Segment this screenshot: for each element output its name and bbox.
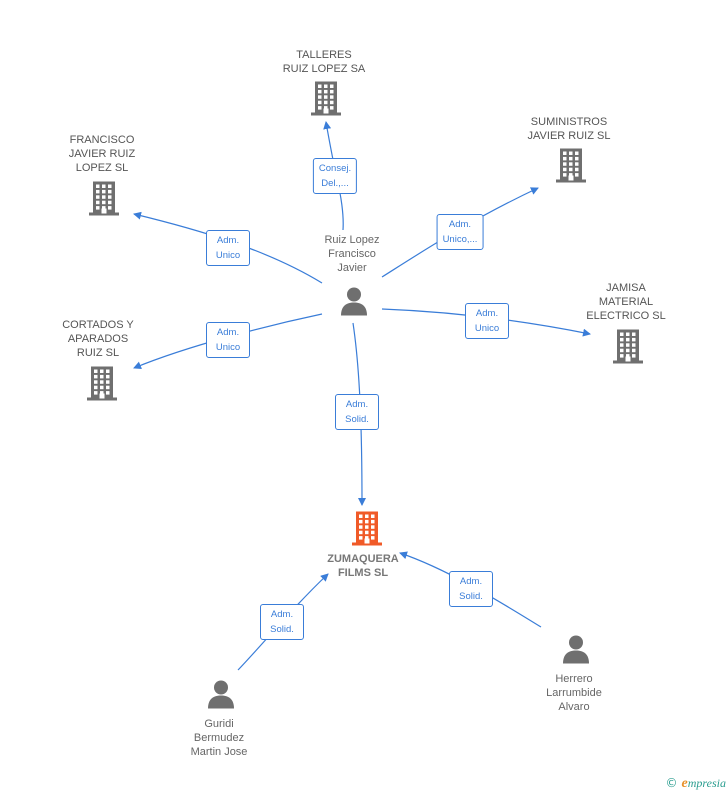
edge-label-ruiz-to-suministros[interactable]: Adm. Unico,... [436,214,484,250]
building-icon[interactable] [613,329,643,369]
edge-label-ruiz-to-cortados[interactable]: Adm. Unico [206,322,250,358]
edge-label-ruiz-to-zumaquera[interactable]: Adm. Solid. [335,394,379,430]
edge-label-guridi-to-zumaquera[interactable]: Adm. Solid. [260,604,304,640]
node-label-suministros[interactable]: SUMINISTROS JAVIER RUIZ SL [527,116,611,142]
person-icon[interactable] [206,680,236,715]
edge-label-ruiz-to-talleres[interactable]: Consej. Del.,... [312,158,358,194]
building-icon[interactable] [311,81,341,121]
node-label-talleres[interactable]: TALLERES RUIZ LOPEZ SA [282,49,366,75]
person-icon[interactable] [339,287,369,322]
node-label-francisco[interactable]: FRANCISCO JAVIER RUIZ LOPEZ SL [68,134,136,174]
brand-name: mpresia [687,776,726,790]
brand-watermark[interactable]: ©empresia [666,776,726,792]
node-label-jamisa[interactable]: JAMISA MATERIAL ELECTRICO SL [586,282,666,322]
node-label-herrero[interactable]: Herrero Larrumbide Alvaro [546,673,602,713]
node-label-zumaquera[interactable]: ZUMAQUERA FILMS SL [327,553,399,579]
edge-label-ruiz-to-francisco[interactable]: Adm. Unico [206,230,250,266]
node-label-ruiz[interactable]: Ruiz Lopez Francisco Javier [324,234,380,274]
node-label-cortados[interactable]: CORTADOS Y APARADOS RUIZ SL [62,319,134,359]
building-icon[interactable] [556,148,586,188]
building-icon[interactable] [89,181,119,221]
building-icon[interactable] [87,366,117,406]
building-icon-main[interactable] [352,511,382,551]
person-icon[interactable] [561,635,591,670]
brand-initial: e [681,776,688,791]
copyright-symbol: © [665,776,678,790]
edge-label-ruiz-to-jamisa[interactable]: Adm. Unico [465,303,509,339]
edge-label-herrero-to-zumaquera[interactable]: Adm. Solid. [449,571,493,607]
node-label-guridi[interactable]: Guridi Bermudez Martin Jose [190,718,248,758]
